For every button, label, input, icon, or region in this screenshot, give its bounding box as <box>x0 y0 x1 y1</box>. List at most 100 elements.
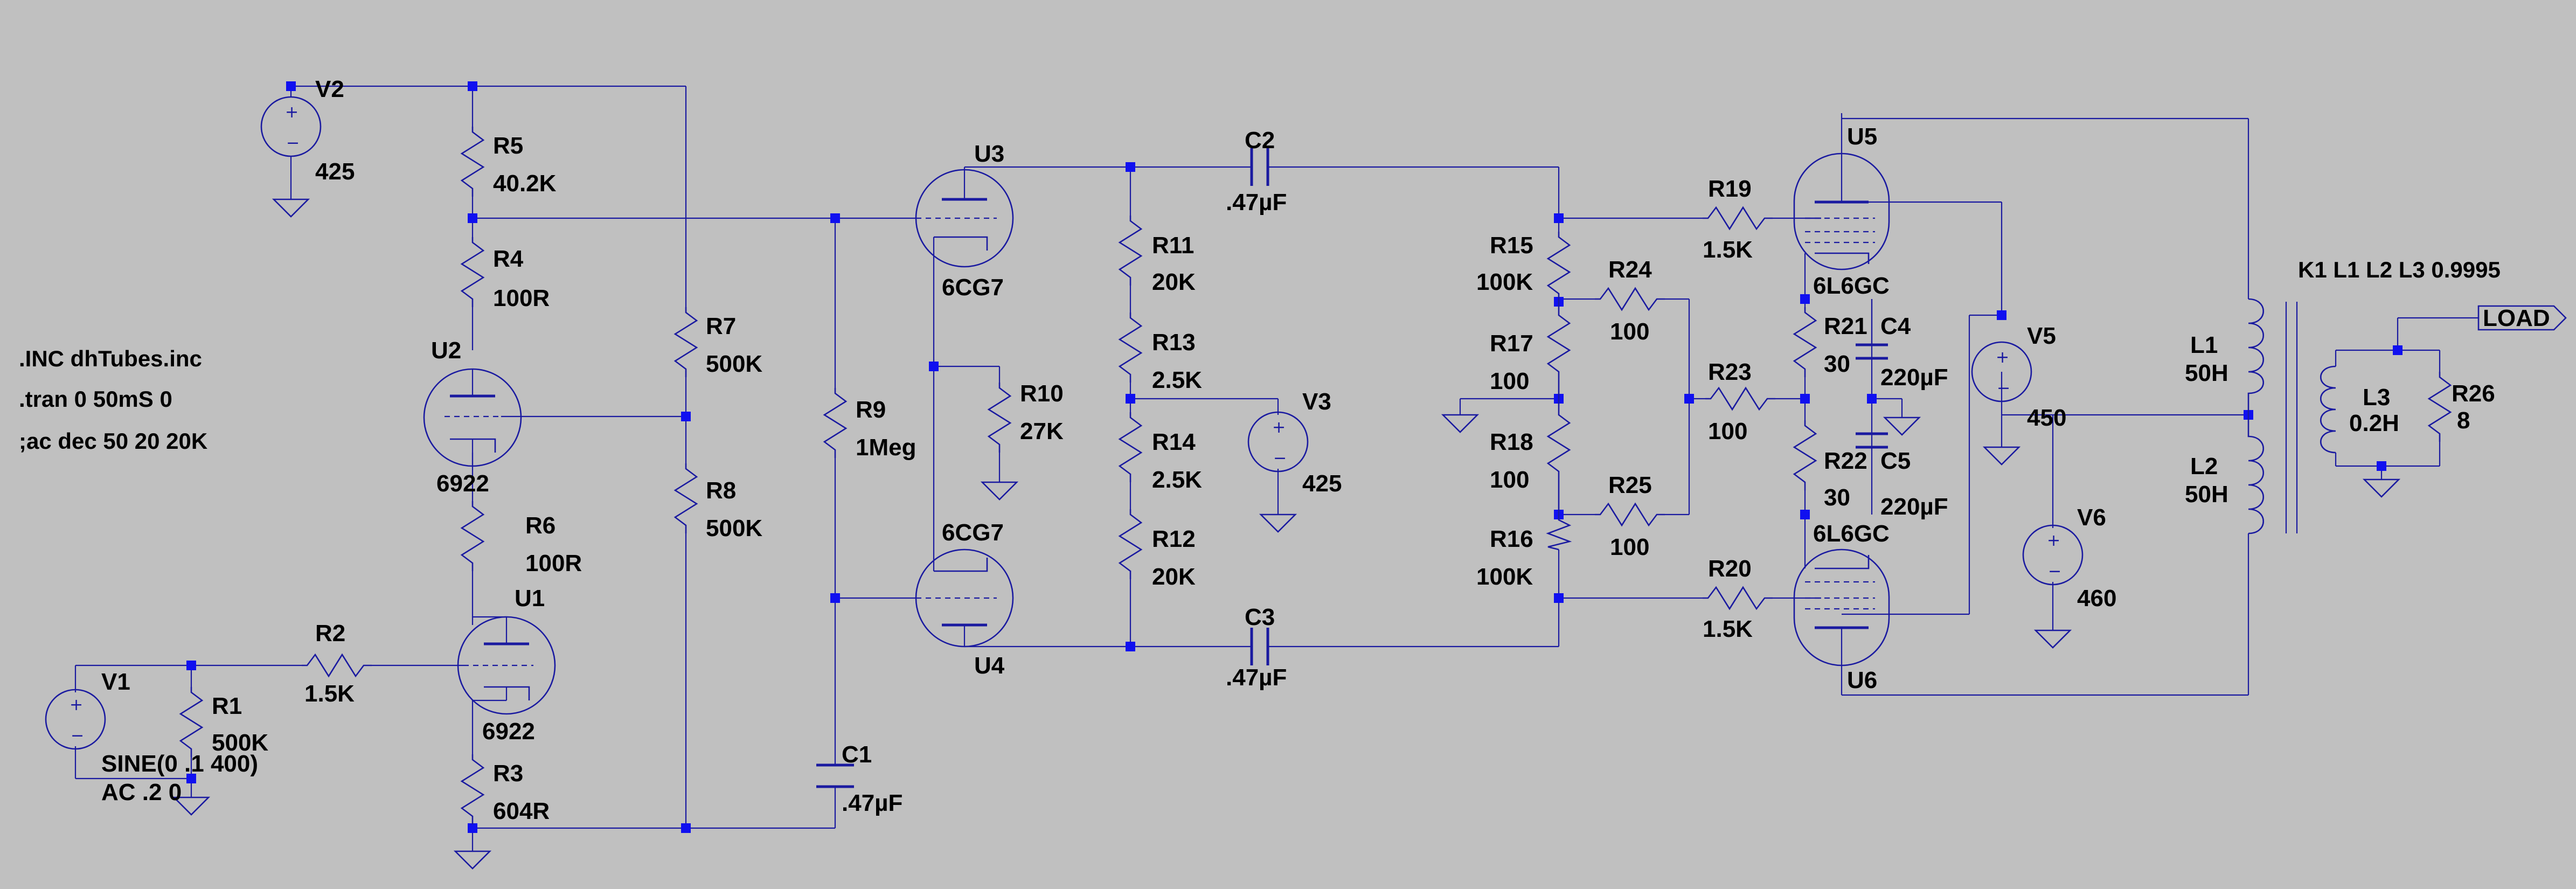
L3-value: 0.2H <box>2349 410 2399 436</box>
junction-dot <box>681 823 691 833</box>
C3-value: .47µF <box>1226 664 1287 691</box>
junction-dot <box>830 593 840 603</box>
resistor-R23 <box>1705 386 1775 411</box>
R26-name: R26 <box>2452 380 2495 407</box>
svg-text:+: + <box>285 103 298 122</box>
R4-name: R4 <box>493 246 524 272</box>
resistor-R5 <box>460 127 485 197</box>
L2-value: 50H <box>2185 481 2228 508</box>
resistor-R19 <box>1703 206 1773 231</box>
R14-value: 2.5K <box>1152 467 1202 493</box>
R15-name: R15 <box>1490 232 1533 259</box>
ground-symbols <box>172 198 2401 870</box>
junction-dot <box>1684 394 1694 404</box>
ground-icon <box>172 796 211 816</box>
C1-name: C1 <box>842 741 872 768</box>
U4-name: U4 <box>974 652 1005 679</box>
R20-name: R20 <box>1708 555 1752 582</box>
resistor-R2 <box>302 653 372 678</box>
junction-dot <box>1554 213 1564 223</box>
V5-value: 450 <box>2027 405 2066 431</box>
R21-name: R21 <box>1824 313 1867 339</box>
svg-text:+: + <box>1272 418 1286 437</box>
R23-value: 100 <box>1708 418 1747 444</box>
R24-value: 100 <box>1610 318 1649 345</box>
labels: .INC dhTubes.inc .tran 0 50mS 0 ;ac dec … <box>19 76 2550 824</box>
R8-value: 500K <box>706 515 762 541</box>
voltage-source-V1: +− <box>45 689 106 750</box>
R11-value: 20K <box>1152 269 1196 295</box>
V3-value: 425 <box>1302 470 1342 497</box>
wires <box>74 85 2478 851</box>
inductor-L2 <box>2247 415 2264 534</box>
R6-value: 100R <box>525 550 582 577</box>
junction-dot <box>1126 162 1135 172</box>
V1-ac: AC .2 0 <box>101 779 182 805</box>
R10-value: 27K <box>1020 418 1064 444</box>
junction-dot <box>830 213 840 223</box>
R18-value: 100 <box>1490 467 1529 493</box>
resistor-R21 <box>1793 307 1817 377</box>
V2-name: V2 <box>315 76 344 102</box>
C4-value: 220µF <box>1880 364 1948 391</box>
ground-icon <box>2362 478 2401 498</box>
R17-value: 100 <box>1490 368 1529 394</box>
C5-name: C5 <box>1880 448 1911 474</box>
junction-dot <box>1126 394 1135 404</box>
R22-name: R22 <box>1824 448 1867 474</box>
R2-name: R2 <box>315 620 345 647</box>
U6-name: U6 <box>1847 667 1877 693</box>
vacuum-tube-U3 <box>915 169 1014 268</box>
junction-dot <box>1997 310 2006 320</box>
R19-name: R19 <box>1708 176 1752 202</box>
U1-model: 6922 <box>482 718 535 745</box>
capacitor-symbols <box>816 148 1888 788</box>
R4-value: 100R <box>493 285 550 311</box>
voltage-source-V2: +− <box>260 96 322 157</box>
C2-name: C2 <box>1245 127 1275 154</box>
directive-ac: ;ac dec 50 20 20K <box>19 428 207 454</box>
svg-text:+: + <box>70 696 83 714</box>
resistor-R13 <box>1118 312 1143 383</box>
C2-value: .47µF <box>1226 189 1287 216</box>
R17-name: R17 <box>1490 330 1533 357</box>
svg-text:+: + <box>1996 348 2009 367</box>
resistor-R26 <box>2427 372 2452 442</box>
ground-icon <box>980 481 1019 501</box>
U1-name: U1 <box>515 585 545 612</box>
R18-name: R18 <box>1490 429 1533 455</box>
R23-name: R23 <box>1708 359 1752 385</box>
voltage-source-V3: +− <box>1247 411 1309 473</box>
svg-text:+: + <box>2047 531 2060 550</box>
C5-value: 220µF <box>1880 494 1948 520</box>
R14-name: R14 <box>1152 429 1196 455</box>
ground-icon <box>2033 629 2072 649</box>
V3-name: V3 <box>1302 388 1331 415</box>
capacitor-C4 <box>1856 299 1888 360</box>
V6-value: 460 <box>2077 585 2116 612</box>
R26-value: 8 <box>2457 407 2470 434</box>
V1-name: V1 <box>101 669 130 695</box>
resistor-R6 <box>460 501 485 571</box>
vacuum-tube-U6 <box>1793 548 1890 666</box>
junction-dot <box>468 81 477 91</box>
L1-value: 50H <box>2185 360 2228 386</box>
R5-value: 40.2K <box>493 170 557 197</box>
R10-name: R10 <box>1020 380 1064 407</box>
U6-model: 6L6GC <box>1813 520 1890 547</box>
voltage-source-symbols: +− +− +− +− +− <box>45 96 2084 750</box>
ground-icon <box>1441 414 1480 433</box>
C4-name: C4 <box>1880 313 1911 339</box>
coupling-statement: K1 L1 L2 L3 0.9995 <box>2298 257 2501 282</box>
junction-dot <box>929 362 939 371</box>
junction-dot <box>1126 642 1135 651</box>
load-net-label: LOAD <box>2483 305 2550 331</box>
U5-name: U5 <box>1847 123 1877 150</box>
ground-icon <box>1883 416 1921 436</box>
U4-model: 6CG7 <box>942 519 1004 546</box>
U3-model: 6CG7 <box>942 274 1004 301</box>
inductor-L3 <box>2320 365 2336 454</box>
R16-value: 100K <box>1476 564 1533 590</box>
U3-name: U3 <box>974 141 1004 167</box>
